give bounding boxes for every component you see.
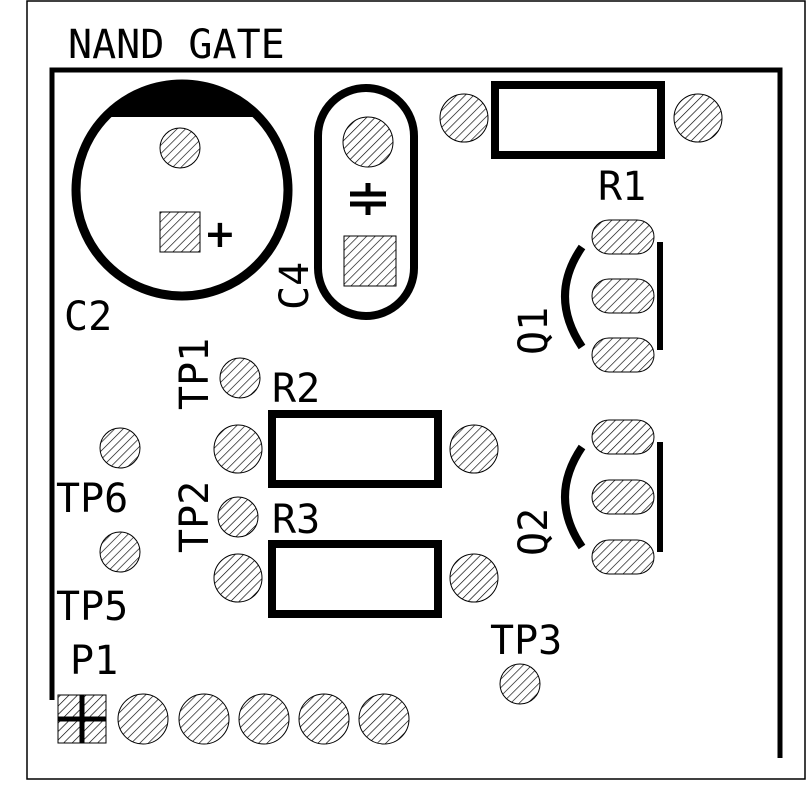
capacitor-c2[interactable]: + xyxy=(71,79,293,301)
resistor-r1[interactable] xyxy=(439,81,723,159)
r1-label: R1 xyxy=(598,164,646,210)
c4-label: C4 xyxy=(272,262,318,310)
tp6-label: TP6 xyxy=(56,476,128,522)
p1-pin-2[interactable] xyxy=(117,693,169,745)
q1-outline xyxy=(561,244,586,350)
tp3-label: TP3 xyxy=(490,618,562,664)
q2-outline xyxy=(561,444,586,550)
tp5-pad[interactable] xyxy=(99,531,141,573)
q2-label: Q2 xyxy=(511,508,557,556)
tp3-pad[interactable] xyxy=(499,663,541,705)
resistor-r3[interactable] xyxy=(213,540,499,618)
resistor-r2[interactable] xyxy=(213,410,499,488)
tp2-label: TP2 xyxy=(172,481,218,553)
q1-pad-3[interactable] xyxy=(591,337,655,373)
q1-pad-2[interactable] xyxy=(591,278,655,314)
capacitor-c4[interactable] xyxy=(314,84,418,320)
p1-pin-6[interactable] xyxy=(358,693,410,745)
transistor-q1[interactable] xyxy=(561,219,663,373)
r1-body xyxy=(491,81,665,159)
r3-body xyxy=(268,540,442,618)
transistor-q2[interactable] xyxy=(561,419,663,575)
tp2-pad[interactable] xyxy=(217,496,259,538)
c2-body xyxy=(71,79,293,301)
tp6-pad[interactable] xyxy=(99,427,141,469)
c2-pad-2[interactable] xyxy=(159,211,201,253)
q2-pad-3[interactable] xyxy=(591,539,655,575)
tp1-label: TP1 xyxy=(172,338,218,410)
p1-pin-4[interactable] xyxy=(238,693,290,745)
q2-pad-2[interactable] xyxy=(591,479,655,515)
r2-label: R2 xyxy=(272,366,320,412)
c4-pad-1[interactable] xyxy=(342,116,394,168)
c2-polarity-band xyxy=(105,84,259,117)
tp1-pad[interactable] xyxy=(219,357,261,399)
c2-plus-sign: + xyxy=(204,212,236,256)
c4-body xyxy=(314,84,418,320)
capacitor-symbol-icon xyxy=(350,183,386,215)
c2-pad-1[interactable] xyxy=(159,127,201,169)
r1-pad-2[interactable] xyxy=(673,93,723,143)
board-title: NAND GATE xyxy=(68,22,285,68)
r3-pad-1[interactable] xyxy=(213,553,263,603)
header-p1[interactable] xyxy=(57,693,410,745)
q1-label: Q1 xyxy=(511,307,557,355)
r2-pad-2[interactable] xyxy=(449,424,499,474)
r2-pad-1[interactable] xyxy=(213,424,263,474)
p1-pin-3[interactable] xyxy=(178,693,230,745)
silkscreen-outline xyxy=(49,67,783,758)
r2-body xyxy=(268,410,442,488)
c4-pad-2[interactable] xyxy=(343,235,397,287)
r3-pad-2[interactable] xyxy=(449,553,499,603)
r1-pad-1[interactable] xyxy=(439,93,489,143)
tp5-label: TP5 xyxy=(56,584,128,630)
c2-label: C2 xyxy=(64,294,112,340)
q2-pad-1[interactable] xyxy=(591,419,655,455)
p1-label: P1 xyxy=(70,638,118,684)
q1-pad-1[interactable] xyxy=(591,219,655,255)
board-outline xyxy=(26,0,806,780)
p1-pin-5[interactable] xyxy=(298,693,350,745)
r3-label: R3 xyxy=(272,497,320,543)
